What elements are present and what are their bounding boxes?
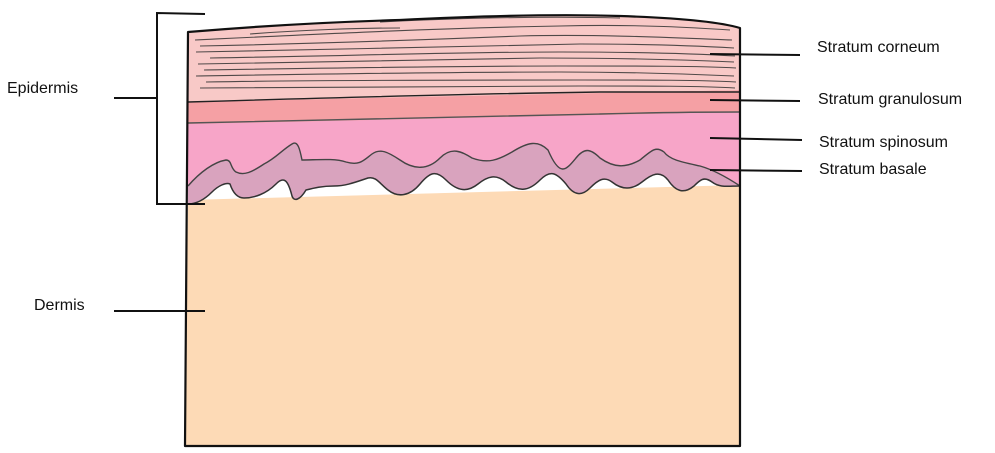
basale-leader-line [710, 170, 802, 171]
corneum-leader-line [710, 54, 800, 55]
stratum-corneum-label: Stratum corneum [817, 38, 940, 58]
stratum-granulosum-label: Stratum granulosum [818, 90, 962, 110]
stratum-spinosum-label: Stratum spinosum [819, 133, 948, 153]
dermis-label: Dermis [34, 296, 85, 316]
stratum-basale-label: Stratum basale [819, 160, 927, 180]
epidermis-label: Epidermis [7, 79, 78, 99]
granulosum-leader-line [710, 100, 800, 101]
dermis-layer [185, 185, 740, 446]
